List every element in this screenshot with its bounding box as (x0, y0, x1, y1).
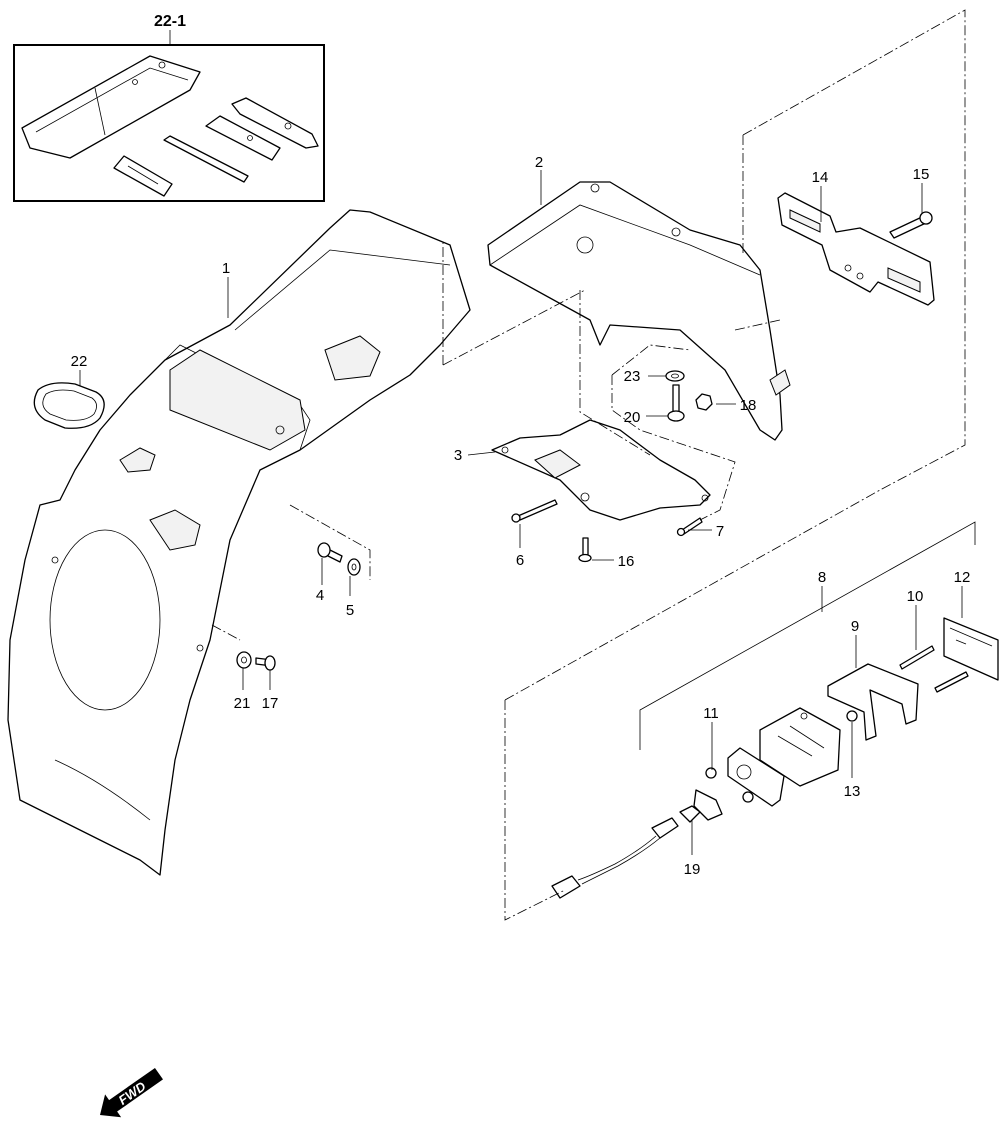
rear-cover (487, 181, 791, 441)
label-1: 1 (222, 260, 230, 277)
label-20: 20 (624, 409, 641, 426)
leader-lines (79, 170, 963, 855)
label-10: 10 (907, 588, 924, 605)
license-light-assembly (551, 617, 999, 899)
gasket (727, 747, 785, 807)
label-3: 3 (454, 447, 462, 464)
label-8: 8 (818, 569, 826, 586)
bulb-socket (693, 789, 723, 821)
bolt-20 (667, 384, 685, 422)
nut-11 (705, 767, 754, 803)
tool-bag (21, 55, 201, 159)
assembly-boundary-lines (211, 9, 966, 921)
wrench (231, 97, 319, 149)
label-23: 23 (624, 368, 641, 385)
label-21: 21 (234, 695, 251, 712)
license-plate-bracket (777, 192, 935, 306)
label-17: 17 (262, 695, 279, 712)
group-8-bracket (639, 521, 976, 750)
label-13: 13 (844, 783, 861, 800)
screw-7 (676, 517, 703, 537)
label-15: 15 (913, 166, 930, 183)
nut-13 (846, 710, 858, 722)
toolkit-inset (13, 30, 325, 202)
label-6: 6 (516, 552, 524, 569)
label-12: 12 (954, 569, 971, 586)
label-2: 2 (535, 154, 543, 171)
label-22: 22 (71, 353, 88, 370)
bolt-4 (317, 542, 343, 563)
nut-18 (695, 393, 713, 411)
washer-23 (665, 370, 685, 382)
socket-wrench (205, 115, 281, 161)
part-labels: 22-1 1 2 3 4 5 6 7 8 9 10 11 12 13 14 15… (71, 13, 971, 878)
bolt-15 (889, 211, 933, 239)
screwdriver (163, 135, 249, 183)
washer-5 (347, 558, 361, 576)
label-11: 11 (703, 705, 719, 722)
plug-spanner (113, 155, 173, 197)
plate-bracket (491, 419, 711, 521)
screw-10 (899, 645, 969, 693)
wiring-harness (551, 817, 679, 899)
label-5: 5 (346, 602, 354, 619)
lens-12 (943, 617, 999, 681)
rear-fender (7, 209, 471, 876)
washer-21 (236, 651, 252, 669)
bolt-16 (578, 537, 592, 563)
grommet-ring (33, 382, 105, 429)
label-18: 18 (740, 397, 757, 414)
label-22-1: 22-1 (154, 13, 186, 30)
label-19: 19 (684, 861, 701, 878)
cover-9 (827, 663, 919, 741)
bulb-19 (679, 805, 701, 823)
label-14: 14 (812, 169, 829, 186)
label-7: 7 (716, 523, 724, 540)
label-16: 16 (618, 553, 635, 570)
fwd-direction-arrow: FWD (100, 1067, 163, 1118)
label-9: 9 (851, 618, 859, 635)
screw-6 (511, 499, 558, 523)
label-4: 4 (316, 587, 324, 604)
bolt-17 (255, 655, 276, 671)
